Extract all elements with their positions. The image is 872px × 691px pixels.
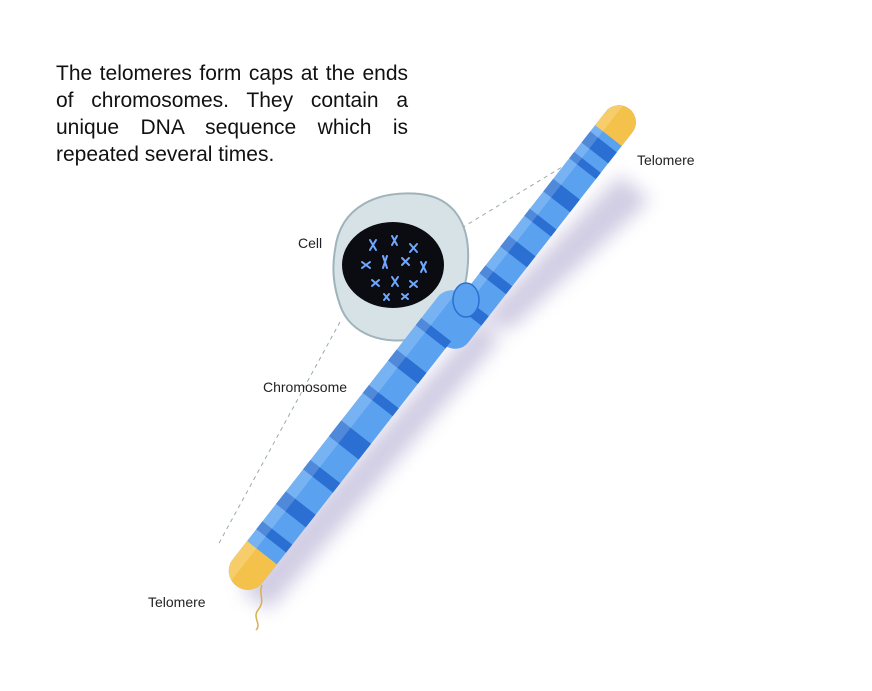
cell-nucleus	[342, 222, 444, 308]
label-chromosome: Chromosome	[263, 379, 347, 395]
label-telomere-top: Telomere	[637, 152, 695, 168]
chromosome-shadow	[240, 175, 650, 610]
nucleus-chromosomes	[361, 235, 427, 301]
chromosome-lower-arm	[221, 282, 479, 598]
chromosome-upper-arm	[431, 98, 643, 356]
label-cell: Cell	[298, 235, 322, 251]
caption-text: The telomeres form caps at the ends of c…	[56, 62, 408, 166]
label-telomere-bottom: Telomere	[148, 594, 206, 610]
dna-strand-end	[255, 584, 263, 631]
centromere	[452, 282, 480, 318]
